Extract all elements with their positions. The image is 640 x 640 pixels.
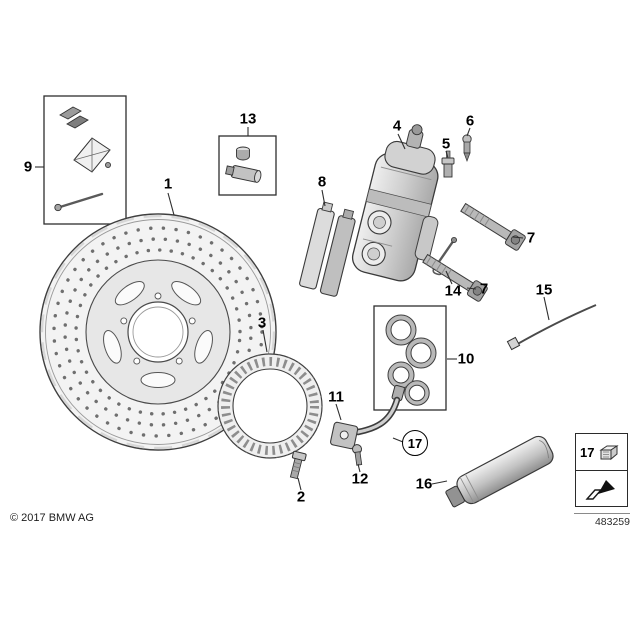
bracket-screw: [352, 444, 363, 466]
part-callout-4[interactable]: 4: [392, 117, 402, 135]
mounting-kit-box: [43, 95, 127, 225]
part-callout-14[interactable]: 14: [444, 282, 462, 300]
part-callout-1[interactable]: 1: [163, 175, 173, 193]
cable-tie: [506, 304, 597, 351]
o-ring: [404, 380, 430, 406]
part-callout-2[interactable]: 2: [296, 488, 306, 506]
sleeve-bushing: [225, 165, 262, 183]
part-callout-6[interactable]: 6: [465, 112, 475, 130]
sensor-screw: [462, 134, 472, 162]
caliper-bolt-upper: [458, 199, 527, 252]
diagram-number: 483259: [574, 513, 630, 528]
brake-pads: [299, 201, 356, 297]
part-callout-17[interactable]: 17: [402, 430, 428, 456]
o-ring: [385, 314, 417, 346]
hose-bracket: [329, 421, 359, 450]
tube-cap: [445, 485, 465, 508]
part-callout-5[interactable]: 5: [441, 135, 451, 153]
fitting-kit-box: [218, 135, 277, 196]
legend-item-number: 17: [580, 444, 595, 460]
legend-row-arrow: [576, 471, 627, 504]
part-callout-16[interactable]: 16: [415, 475, 433, 493]
bleeder-valve: [441, 150, 455, 178]
part-callout-3[interactable]: 3: [257, 314, 267, 332]
direction-arrow-icon: [584, 475, 619, 501]
seal-kit-box: [373, 305, 447, 411]
retainer-clip: [66, 115, 89, 129]
part-callout-13[interactable]: 13: [239, 110, 257, 128]
part-callout-11[interactable]: 11: [328, 388, 344, 406]
brake-caliper: [351, 124, 439, 282]
long-pin: [58, 192, 104, 209]
retainer-clip: [59, 106, 82, 120]
grease-tube: [445, 435, 554, 508]
part-callout-8[interactable]: 8: [317, 173, 327, 191]
leader-lines: [35, 127, 550, 491]
abs-sensor-ring: [217, 353, 323, 459]
part-callout-12[interactable]: 12: [351, 470, 369, 488]
clip-icon: [598, 444, 620, 461]
legend-box: 17: [575, 433, 628, 507]
part-callout-7[interactable]: 7: [526, 229, 536, 247]
part-callout-10[interactable]: 10: [457, 350, 475, 368]
legend-row-17: 17: [576, 434, 627, 471]
part-callout-9[interactable]: 9: [23, 158, 33, 176]
part-callout-15[interactable]: 15: [535, 281, 553, 299]
brake-disc: [39, 213, 277, 451]
part-callout-7[interactable]: 7: [479, 280, 489, 298]
o-ring: [405, 337, 437, 369]
small-screw: [105, 161, 112, 168]
brake-hose: [329, 384, 405, 450]
hex-bolt: [289, 450, 307, 480]
copyright-text: © 2017 BMW AG: [10, 512, 94, 524]
